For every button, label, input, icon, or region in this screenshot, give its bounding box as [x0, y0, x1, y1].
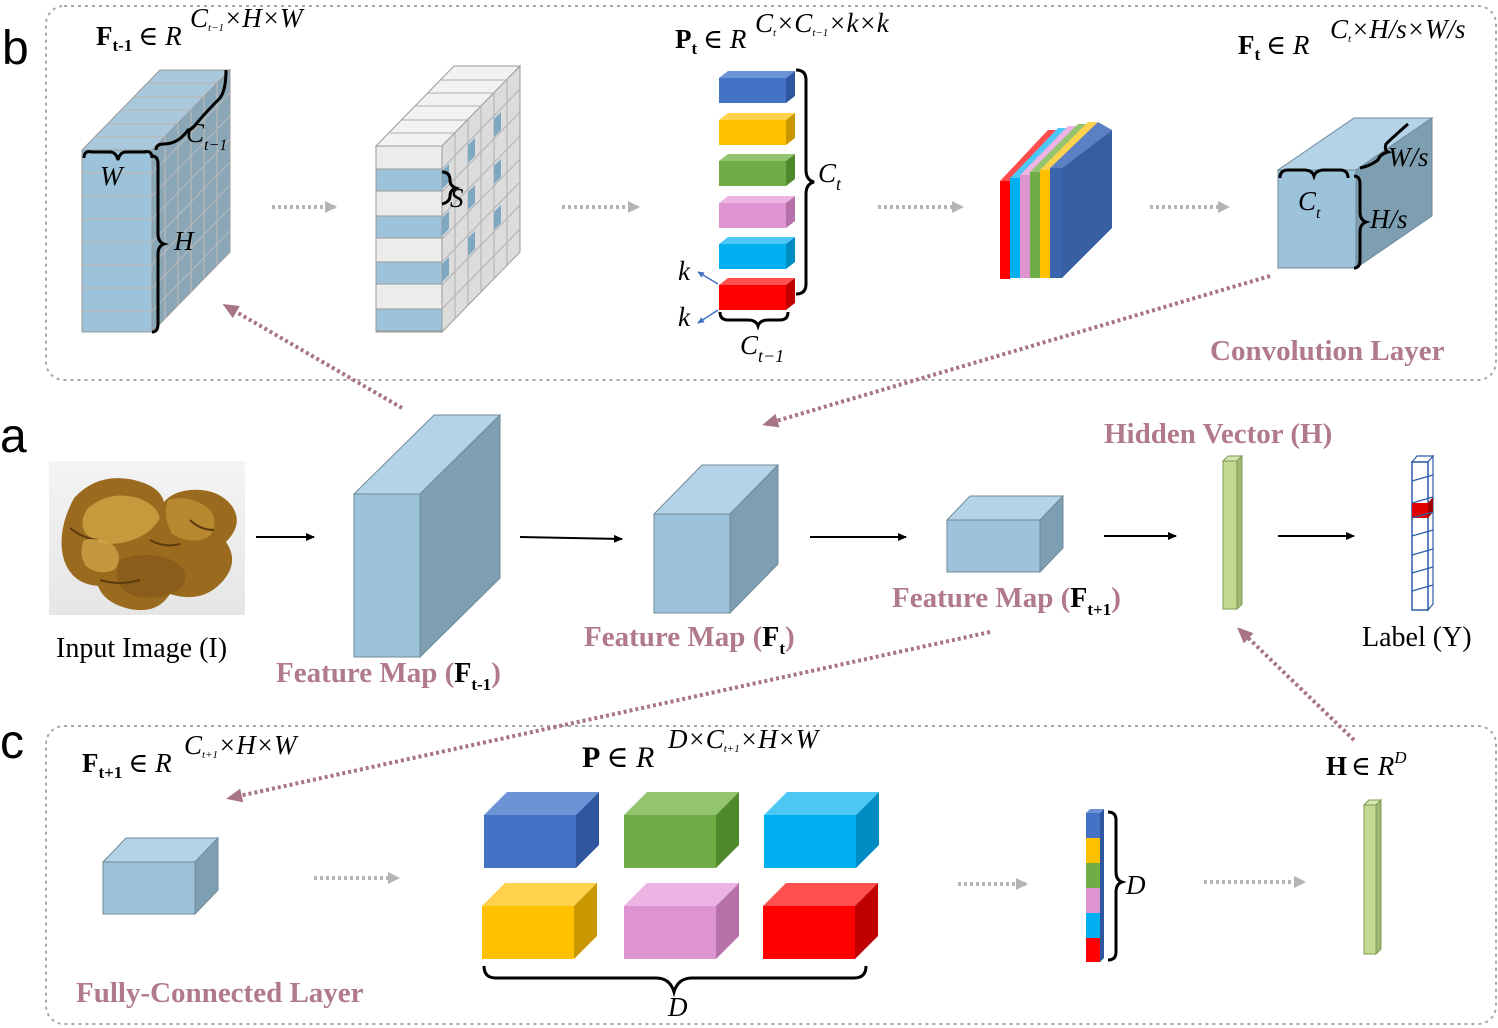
kernel-pink — [719, 196, 795, 228]
panel-b-frame — [45, 5, 1497, 381]
feature-map-t-plus-1-label: Feature Map (Ft+1) — [892, 582, 1121, 619]
kernel-green — [719, 154, 795, 186]
svg-text:Ct+1×H×W: Ct+1×H×W — [184, 730, 299, 761]
formula-f-t-plus-1: Ft+1∈ R Ct+1×H×W — [82, 730, 299, 782]
panel-c-frame — [45, 725, 1497, 1025]
convolution-layer-label: Convolution Layer — [1210, 335, 1445, 367]
weight-block-cyan — [764, 792, 879, 868]
dim-C-t-label: Ct — [818, 158, 842, 194]
kernel-red — [719, 278, 795, 310]
dim-H-label: H — [173, 226, 195, 256]
fully-connected-layer-label: Fully-Connected Layer — [76, 977, 364, 1009]
weight-block-red — [763, 883, 878, 959]
dim-C-t-minus-1-label: Ct−1 — [186, 118, 227, 154]
fc-weight-blocks — [482, 792, 879, 998]
formula-h: H∈ RD — [1326, 748, 1407, 781]
input-image — [49, 461, 245, 615]
svg-text:Ct×H/s×W/s: Ct×H/s×W/s — [1330, 14, 1466, 45]
weight-block-green — [624, 792, 739, 868]
formula-p: P∈ R D×Ct+1×H×W — [582, 724, 821, 774]
weight-block-pink — [624, 883, 739, 959]
kernel-gold — [719, 113, 795, 145]
svg-text:P∈ R: P∈ R — [582, 741, 654, 774]
svg-text:Ft+1∈ R: Ft+1∈ R — [82, 748, 172, 782]
dim-S-label: S — [450, 183, 464, 213]
svg-text:Ct−1×H×W: Ct−1×H×W — [190, 3, 305, 34]
connector-b-to-a-right — [762, 274, 1271, 428]
panel-letter-b: b — [2, 22, 29, 75]
dim-D-vector-label: D — [1125, 870, 1146, 900]
arrow-a-2 — [519, 534, 623, 543]
dim-H-over-s-label: H/s — [1369, 204, 1408, 234]
connector-a-to-c-left — [226, 630, 991, 803]
hidden-vector-c — [1362, 798, 1383, 956]
connector-a-to-b-left — [222, 303, 404, 410]
svg-text:H∈ RD: H∈ RD — [1326, 748, 1407, 781]
connector-c-to-a-right — [1237, 627, 1356, 742]
dim-k-label-top: k — [678, 256, 691, 286]
label-vector — [1410, 454, 1435, 612]
dim-W-label: W — [100, 161, 125, 191]
output-feature-cube — [1276, 117, 1434, 270]
strided-grid-block — [374, 64, 522, 334]
feature-map-cube-t — [652, 463, 780, 615]
concat-vector — [1086, 809, 1127, 962]
formula-f-t-minus-1: Ft-1∈ R Ct−1×H×W — [96, 3, 305, 55]
dim-C-t-cube-label: Ct — [1298, 186, 1321, 222]
fc-input-cube — [101, 836, 220, 916]
dim-k-label-bottom: k — [678, 302, 691, 332]
svg-text:Ft∈ R: Ft∈ R — [1238, 30, 1310, 64]
dim-D-bottom-label: D — [667, 992, 688, 1022]
weight-block-gold — [482, 883, 597, 959]
svg-text:Ft-1∈ R: Ft-1∈ R — [96, 21, 182, 55]
svg-text:Ct×Ct−1×k×k: Ct×Ct−1×k×k — [755, 8, 890, 39]
panel-letter-c: c — [0, 716, 24, 769]
kernel-cyan — [719, 237, 795, 269]
input-grid-block — [80, 68, 232, 334]
panel-letter-a: a — [0, 410, 27, 463]
feature-map-cube-t-minus-1 — [352, 413, 502, 659]
formula-p-t: Pt∈ R Ct×Ct−1×k×k — [675, 8, 890, 58]
hidden-vector-label: Hidden Vector (H) — [1104, 418, 1332, 450]
hidden-vector — [1221, 454, 1244, 611]
label-y-text: Label (Y) — [1362, 622, 1472, 653]
svg-text:D×Ct+1×H×W: D×Ct+1×H×W — [667, 724, 821, 755]
svg-text:Pt∈ R: Pt∈ R — [675, 24, 747, 58]
output-channel-stack — [1000, 122, 1112, 279]
kernel-stack — [697, 68, 815, 331]
weight-block-blue — [484, 792, 599, 868]
input-image-label: Input Image (I) — [56, 633, 227, 664]
dim-W-over-s-label: W/s — [1388, 142, 1429, 172]
dim-C-t-minus-1-kernel-label: Ct−1 — [740, 330, 784, 366]
feature-map-t-minus-1-label: Feature Map (Ft-1) — [276, 657, 501, 694]
feature-map-t-label: Feature Map (Ft) — [584, 621, 795, 658]
kernel-blue — [719, 71, 795, 103]
formula-f-t: Ft∈ R Ct×H/s×W/s — [1238, 14, 1466, 64]
feature-map-cube-t-plus-1 — [945, 494, 1065, 574]
